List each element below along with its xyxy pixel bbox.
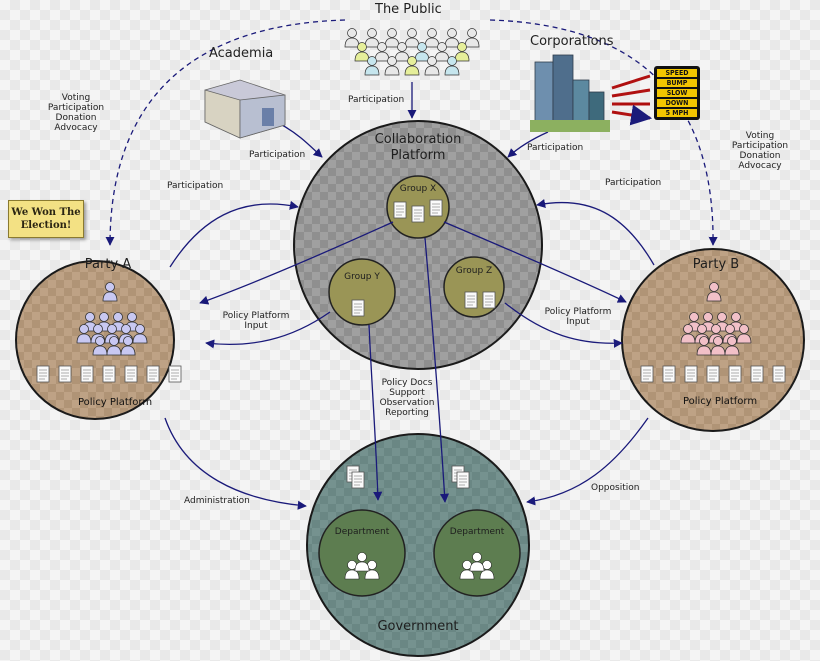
sign-line-2: Election! xyxy=(20,220,72,231)
public-label: The Public xyxy=(375,2,442,17)
opposition-label: Opposition xyxy=(591,483,640,493)
administration-label: Administration xyxy=(184,496,250,506)
corporations-label: Corporations xyxy=(530,34,614,49)
left-voting-line-3: Donation xyxy=(55,113,97,123)
academia-participation-arrow xyxy=(281,124,323,158)
group-y-label: Group Y xyxy=(344,272,380,282)
department-2-label: Department xyxy=(449,527,505,537)
party-a-label: Party A xyxy=(84,257,132,272)
academia-building-icon xyxy=(204,79,286,139)
party-b-policy-platform-label: Policy Platform xyxy=(682,396,758,407)
road-sign-line-1: SPEED xyxy=(657,69,697,77)
group-x-to-party-b-arrow xyxy=(443,221,627,303)
road-sign-line-2: BUMP xyxy=(657,79,697,87)
policy-input-a-line-1: Policy Platform xyxy=(222,311,290,321)
policy-docs-line-4: Reporting xyxy=(385,408,429,418)
policy-docs-line-2: Support xyxy=(389,388,425,398)
party-a-participation-arrow xyxy=(169,200,299,268)
left-voting-line-2: Participation xyxy=(47,103,105,113)
academia-label: Academia xyxy=(209,46,274,61)
road-sign-line-3: SLOW xyxy=(657,89,697,97)
right-voting-line-2: Participation xyxy=(731,141,789,151)
speed-bump-sign: SPEED BUMP SLOW DOWN 5 MPH xyxy=(654,66,700,120)
corporations-participation-label: Participation xyxy=(527,143,584,153)
party-b-participation-arrow xyxy=(536,199,655,266)
left-voting-line-4: Advocacy xyxy=(54,123,98,133)
right-voting-label: Voting Participation Donation Advocacy xyxy=(728,131,792,171)
academia-participation-label: Participation xyxy=(249,150,306,160)
group-z-to-party-b-arrow xyxy=(504,302,623,348)
group-y-circle xyxy=(328,258,396,326)
sign-line-1: We Won The xyxy=(11,207,81,218)
party-b-label: Party B xyxy=(692,257,740,272)
party-a-participation-label: Participation xyxy=(167,181,224,191)
collab-title-line1: Collaboration xyxy=(374,132,462,147)
corporations-buildings-icon xyxy=(530,54,650,132)
right-voting-line-4: Advocacy xyxy=(738,161,782,171)
group-x-label: Group X xyxy=(399,184,437,194)
group-z-label: Group Z xyxy=(455,266,493,276)
right-voting-line-1: Voting xyxy=(745,131,775,141)
group-y-to-party-a-arrow xyxy=(205,311,331,349)
group-x-to-department-arrow xyxy=(424,237,450,503)
voting-arrow-right xyxy=(489,19,718,246)
party-b-participation-label: Participation xyxy=(605,178,662,188)
group-y-to-department-arrow xyxy=(368,324,383,501)
left-voting-line-1: Voting xyxy=(61,93,91,103)
policy-docs-label: Policy Docs Support Observation Reportin… xyxy=(372,378,442,418)
voting-arrow-left xyxy=(105,19,346,246)
left-voting-label: Voting Participation Donation Advocacy xyxy=(44,93,108,133)
public-crowd-icon xyxy=(344,28,480,76)
policy-input-a-line-2: Input xyxy=(244,321,268,331)
policy-input-b-line-1: Policy Platform xyxy=(544,307,612,317)
group-x-to-party-a-arrow xyxy=(199,221,394,305)
policy-input-b-label: Policy Platform Input xyxy=(538,307,618,327)
government-label: Government xyxy=(377,619,459,634)
opposition-arrow xyxy=(526,417,649,506)
administration-arrow xyxy=(164,417,307,510)
road-sign-line-5: 5 MPH xyxy=(657,109,697,117)
corporations-participation-arrow xyxy=(507,131,549,158)
road-sign-line-4: DOWN xyxy=(657,99,697,107)
we-won-sign: We Won The Election! xyxy=(8,200,84,238)
policy-docs-line-3: Observation xyxy=(379,398,435,408)
policy-input-b-line-2: Input xyxy=(566,317,590,327)
party-a-policy-platform-label: Policy Platform xyxy=(77,397,153,408)
public-participation-label: Participation xyxy=(348,95,405,105)
right-voting-line-3: Donation xyxy=(739,151,781,161)
policy-docs-line-1: Policy Docs xyxy=(381,378,433,388)
government-circle xyxy=(306,433,530,657)
department-1-label: Department xyxy=(334,527,390,537)
collab-title-line2: Platform xyxy=(390,148,446,163)
policy-input-a-label: Policy Platform Input xyxy=(216,311,296,331)
